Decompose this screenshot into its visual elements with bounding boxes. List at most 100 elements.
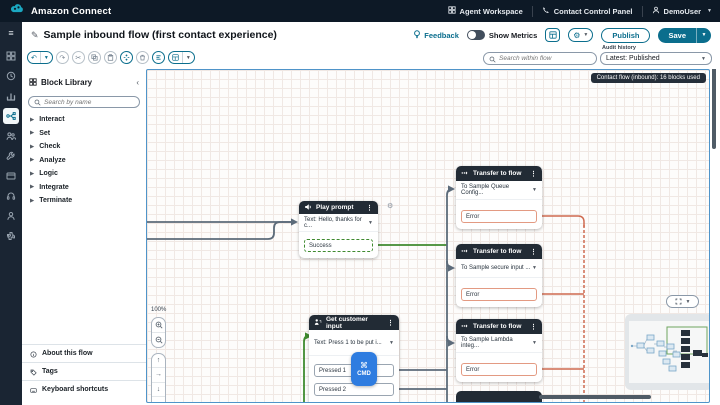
chevron-down-icon: ▼	[532, 340, 537, 346]
nav-history-icon[interactable]	[3, 68, 19, 84]
nav-channels-icon[interactable]	[3, 168, 19, 184]
workspace-grid-icon	[447, 6, 456, 16]
nav-routing-icon[interactable]	[3, 148, 19, 164]
block-partial-header[interactable]	[456, 391, 542, 402]
nav-metrics-icon[interactable]	[3, 88, 19, 104]
tags-button[interactable]: Tags	[22, 362, 146, 380]
category-set[interactable]: ▶Set	[30, 129, 51, 137]
save-button[interactable]: Save	[658, 27, 697, 43]
paste-button[interactable]	[103, 51, 117, 64]
save-menu-button[interactable]: ▼	[701, 32, 707, 38]
category-logic[interactable]: ▶Logic	[30, 170, 58, 178]
pan-right-button[interactable]: →	[152, 367, 165, 381]
library-search-input[interactable]	[44, 98, 134, 106]
copy-button[interactable]	[87, 51, 101, 64]
chevron-down-icon: ▼	[685, 298, 691, 305]
category-interact[interactable]: ▶Interact	[30, 116, 65, 124]
minimap[interactable]	[625, 314, 709, 390]
delete-button[interactable]	[135, 51, 149, 64]
category-terminate[interactable]: ▶Terminate	[30, 197, 73, 205]
canvas-gear-icon[interactable]: ⚙	[387, 203, 394, 210]
audit-history-select[interactable]: Latest: Published ▼	[600, 52, 712, 65]
undo-button-group: ↶ ▼	[27, 51, 53, 64]
block-transfer-to-flow-secure[interactable]: Transfer to flow ⋮ To Sample secure inpu…	[456, 244, 542, 307]
zoom-in-button[interactable]	[152, 318, 165, 332]
search-within-flow[interactable]	[483, 52, 597, 65]
block-play-prompt[interactable]: Play prompt ⋮ Text: Hello, thanks for c.…	[299, 201, 378, 258]
redo-button[interactable]: ↷	[55, 51, 69, 64]
chevron-down-icon: ▼	[389, 339, 394, 346]
feedback-link[interactable]: Feedback	[413, 29, 459, 41]
block-header[interactable]: Transfer to flow ⋮	[456, 319, 542, 334]
block-header[interactable]: Transfer to flow ⋮	[456, 166, 542, 181]
outcome-error[interactable]: Error	[461, 210, 537, 223]
kebab-menu-icon[interactable]: ⋮	[530, 170, 537, 178]
save-button-group[interactable]: Save ▼	[658, 27, 711, 43]
outcome-error[interactable]: Error	[461, 363, 537, 376]
collapse-panel-icon[interactable]: ‹	[136, 77, 139, 87]
about-this-flow-button[interactable]: About this flow	[22, 344, 146, 362]
category-analyze[interactable]: ▶Analyze	[30, 156, 66, 164]
keyboard-shortcuts-button[interactable]: Keyboard shortcuts	[22, 380, 146, 398]
cut-button[interactable]: ✂	[71, 51, 85, 64]
block-transfer-to-flow-lambda[interactable]: Transfer to flow ⋮ To Sample Lambda inte…	[456, 319, 542, 382]
edit-title-icon[interactable]: ✎	[31, 29, 39, 40]
block-field-select[interactable]: Text: Hello, thanks for c... ▼	[299, 214, 378, 232]
library-search[interactable]	[28, 96, 140, 108]
minimap-toggle-button[interactable]: ▼	[666, 295, 699, 308]
kebab-menu-icon[interactable]: ⋮	[387, 319, 394, 327]
block-header[interactable]: Get customer input ⋮	[309, 315, 399, 330]
pan-up-button[interactable]: ↑	[156, 357, 161, 365]
keyboard-icon	[30, 381, 37, 399]
nav-flows-icon[interactable]	[3, 108, 19, 124]
category-integrate[interactable]: ▶Integrate	[30, 183, 69, 191]
hamburger-menu-icon[interactable]: ≡	[8, 28, 14, 38]
chevron-right-icon: ▶	[30, 143, 35, 150]
chevron-right-icon: ▶	[30, 116, 35, 123]
horizontal-scrollbar[interactable]	[539, 395, 651, 399]
zoom-out-button[interactable]	[152, 332, 165, 347]
kebab-menu-icon[interactable]: ⋮	[366, 204, 373, 212]
outcome-success[interactable]: Success	[304, 239, 373, 252]
contact-control-panel-label: Contact Control Panel	[553, 6, 633, 16]
show-metrics-toggle[interactable]: Show Metrics	[466, 30, 537, 40]
toggle-switch[interactable]	[466, 30, 485, 40]
block-title: Play prompt	[316, 204, 354, 211]
settings-menu-button[interactable]: ⚙ ▼	[568, 28, 594, 42]
vertical-scrollbar[interactable]	[712, 63, 716, 149]
flow-properties-button[interactable]	[545, 28, 561, 42]
block-field-select[interactable]: To Sample Lambda integ... ▼	[456, 334, 542, 353]
category-check[interactable]: ▶Check	[30, 143, 61, 151]
pan-left-button[interactable]: ←	[152, 395, 165, 402]
nav-integrations-icon[interactable]	[3, 228, 19, 244]
nav-profile-icon[interactable]	[3, 208, 19, 224]
block-transfer-to-flow-queue[interactable]: Transfer to flow ⋮ To Sample Queue Confi…	[456, 166, 542, 229]
divider	[531, 5, 533, 17]
flow-canvas[interactable]: Contact flow (inbound): 16 blocks used ⚙…	[146, 69, 710, 403]
brand[interactable]: Amazon Connect	[8, 2, 111, 20]
undo-button[interactable]: ↶	[31, 54, 37, 62]
nav-dashboard-icon[interactable]	[3, 48, 19, 64]
nav-users-icon[interactable]	[3, 128, 19, 144]
nav-agent-headset-icon[interactable]	[3, 188, 19, 204]
block-header[interactable]: Play prompt ⋮	[299, 201, 378, 214]
kebab-menu-icon[interactable]: ⋮	[530, 323, 537, 331]
contact-control-panel-link[interactable]: Contact Control Panel	[542, 6, 633, 16]
arrange-button[interactable]	[169, 52, 182, 63]
audit-history-value: Latest: Published	[606, 55, 660, 62]
arrange-menu-button[interactable]: ▼	[181, 52, 194, 63]
outcome-error[interactable]: Error	[461, 288, 537, 301]
agent-workspace-link[interactable]: Agent Workspace	[447, 6, 523, 16]
search-within-flow-input[interactable]	[499, 55, 591, 62]
block-field-select[interactable]: To Sample Queue Config... ▼	[456, 181, 542, 200]
publish-button[interactable]: Publish	[601, 27, 651, 43]
align-button[interactable]	[151, 51, 165, 64]
multi-select-button[interactable]	[119, 51, 133, 64]
pan-down-button[interactable]: ↓	[152, 381, 165, 396]
user-menu[interactable]: DemoUser ▼	[652, 6, 712, 16]
block-field-select[interactable]: To Sample secure input ... ▼	[456, 259, 542, 278]
kebab-menu-icon[interactable]: ⋮	[530, 248, 537, 256]
undo-menu-button[interactable]: ▼	[39, 52, 52, 63]
customer-input-icon	[314, 318, 322, 328]
block-header[interactable]: Transfer to flow ⋮	[456, 244, 542, 259]
